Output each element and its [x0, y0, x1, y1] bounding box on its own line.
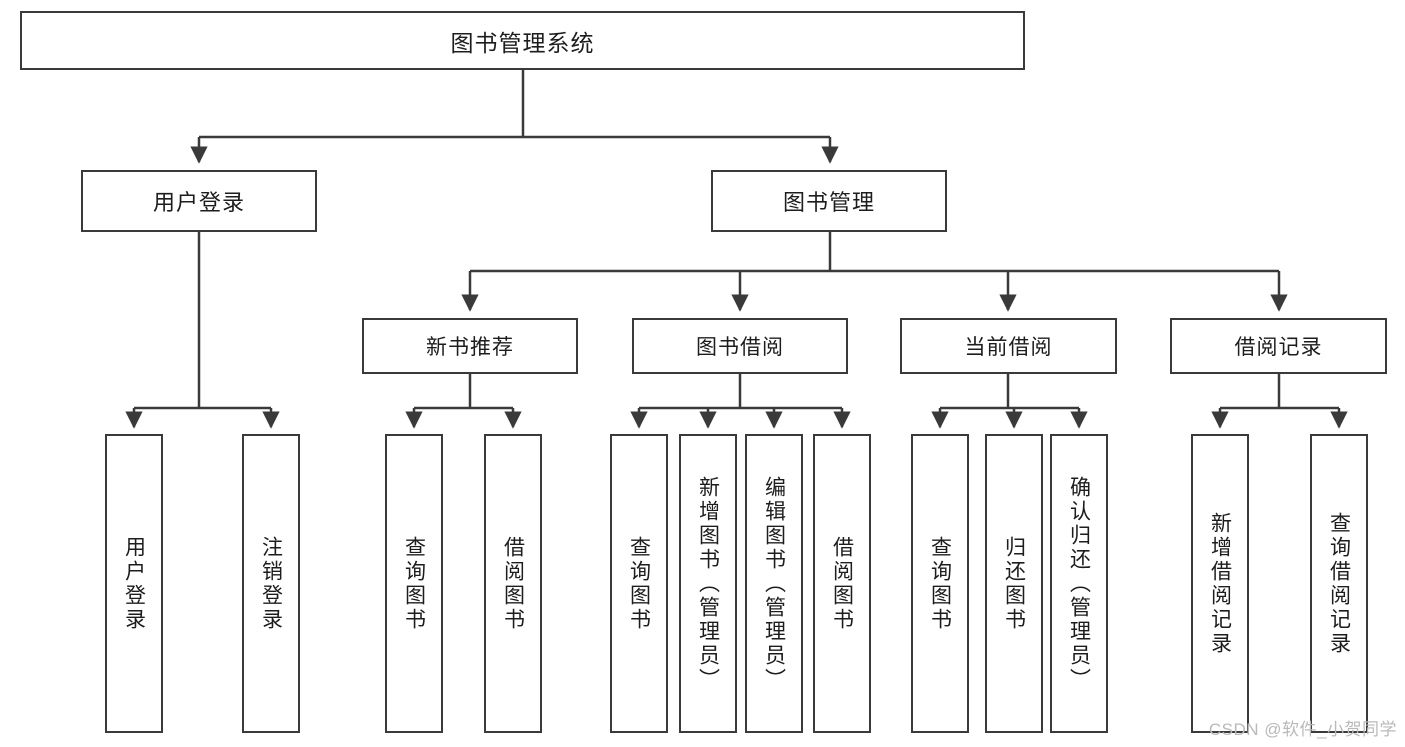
node-leaf-query-record-label: 查询借阅记录 — [1327, 511, 1351, 656]
node-root[interactable]: 图书管理系统 — [20, 11, 1025, 70]
node-current-borrow[interactable]: 当前借阅 — [900, 318, 1117, 374]
node-borrow-record-label: 借阅记录 — [1234, 336, 1323, 359]
node-leaf-user-login[interactable]: 用户登录 — [105, 434, 163, 733]
node-leaf-add-book[interactable]: 新增图书（管理员） — [679, 434, 737, 733]
csdn-watermark: CSDN @软件_小贺同学 — [1208, 720, 1397, 739]
node-leaf-borrow-book[interactable]: 借阅图书 — [813, 434, 871, 733]
node-root-label: 图书管理系统 — [450, 29, 595, 56]
node-leaf-borrow-book-rec-label: 借阅图书 — [501, 535, 525, 632]
node-leaf-logout-label: 注销登录 — [259, 535, 283, 632]
node-book-manage-label: 图书管理 — [782, 190, 875, 215]
node-current-borrow-label: 当前借阅 — [964, 336, 1053, 359]
node-borrow-record[interactable]: 借阅记录 — [1170, 318, 1387, 374]
node-leaf-query-book-rec-label: 查询图书 — [402, 535, 426, 632]
node-leaf-query-book-current[interactable]: 查询图书 — [911, 434, 969, 733]
node-leaf-confirm-return[interactable]: 确认归还（管理员） — [1050, 434, 1108, 733]
node-leaf-add-record[interactable]: 新增借阅记录 — [1191, 434, 1249, 733]
node-leaf-query-record[interactable]: 查询借阅记录 — [1310, 434, 1368, 733]
node-leaf-query-book-label: 查询图书 — [627, 535, 651, 632]
node-new-book-rec[interactable]: 新书推荐 — [362, 318, 578, 374]
node-new-book-rec-label: 新书推荐 — [426, 336, 514, 359]
node-leaf-add-book-label: 新增图书（管理员） — [696, 475, 720, 692]
node-leaf-return-book[interactable]: 归还图书 — [985, 434, 1043, 733]
node-leaf-borrow-book-label: 借阅图书 — [830, 535, 854, 632]
node-leaf-add-record-label: 新增借阅记录 — [1208, 511, 1232, 656]
node-leaf-borrow-book-rec[interactable]: 借阅图书 — [484, 434, 542, 733]
node-leaf-edit-book[interactable]: 编辑图书（管理员） — [745, 434, 803, 733]
node-leaf-return-book-label: 归还图书 — [1002, 535, 1026, 632]
node-leaf-user-login-label: 用户登录 — [122, 535, 146, 632]
node-user-login[interactable]: 用户登录 — [81, 170, 317, 232]
node-leaf-edit-book-label: 编辑图书（管理员） — [762, 475, 786, 692]
node-book-borrow[interactable]: 图书借阅 — [632, 318, 848, 374]
node-leaf-query-book-current-label: 查询图书 — [928, 535, 952, 632]
node-book-borrow-label: 图书借阅 — [696, 336, 784, 359]
node-leaf-query-book[interactable]: 查询图书 — [610, 434, 668, 733]
node-leaf-query-book-rec[interactable]: 查询图书 — [385, 434, 443, 733]
node-leaf-logout[interactable]: 注销登录 — [242, 434, 300, 733]
node-user-login-label: 用户登录 — [152, 190, 245, 215]
node-book-manage[interactable]: 图书管理 — [711, 170, 947, 232]
node-leaf-confirm-return-label: 确认归还（管理员） — [1067, 475, 1091, 692]
